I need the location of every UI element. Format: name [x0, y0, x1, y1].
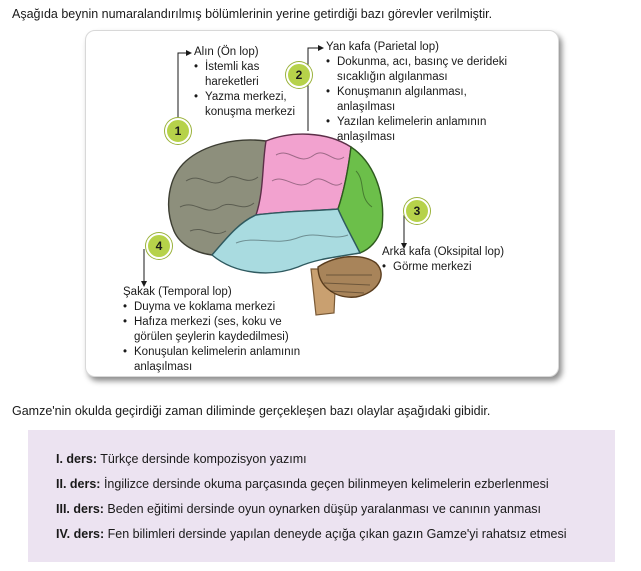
- leader-arrowheads: [141, 45, 407, 287]
- events-box: I. ders: Türkçe dersinde kompozisyon yaz…: [28, 430, 615, 562]
- temporal-lobe-item-text: Hafıza merkezi (ses, koku ve görülen şey…: [134, 316, 289, 343]
- temporal-lobe-item-text: Konuşulan kelimelerin anlamının anlaşılm…: [134, 346, 301, 373]
- parietal-lobe-region: [254, 133, 352, 216]
- event-text: Beden eğitimi dersinde oyun oynarken düş…: [107, 502, 542, 516]
- lobe-number-badge-1: 1: [165, 118, 191, 144]
- occipital-lobe-title: Arka kafa (Oksipital lop): [382, 246, 505, 258]
- event-row: I. ders: Türkçe dersinde kompozisyon yaz…: [56, 452, 307, 466]
- parietal-lobe-item: Dokunma, acı, basınç ve derideki sıcaklı…: [326, 55, 527, 85]
- event-row: IV. ders: Fen bilimleri dersinde yapılan…: [56, 527, 567, 541]
- temporal-lobe-item: Hafıza merkezi (ses, koku ve görülen şey…: [123, 315, 328, 345]
- frontal-lobe-item: Yazma merkezi, konuşma merkezi: [194, 90, 309, 120]
- event-label: III. ders:: [56, 502, 104, 516]
- event-row: II. ders: İngilizce dersinde okuma parça…: [56, 477, 549, 491]
- parietal-lobe-item: Yazılan kelimelerin anlamının anlaşılmas…: [326, 115, 527, 145]
- occipital-lobe-item: Görme merkezi: [382, 260, 504, 275]
- parietal-lobe-item-text: Konuşmanın algılanması, anlaşılması: [337, 86, 467, 113]
- frontal-lobe-label: Alın (Ön lop) İstemli kas hareketleri Ya…: [194, 45, 309, 120]
- temporal-lobe-label: Şakak (Temporal lop) Duyma ve koklama me…: [123, 285, 328, 375]
- lobe-number-badge-4: 4: [146, 233, 172, 259]
- cerebellum-region: [317, 255, 382, 298]
- event-text: İngilizce dersinde okuma parçasında geçe…: [103, 477, 549, 491]
- temporal-lobe-title: Şakak (Temporal lop): [123, 286, 232, 298]
- gyri-lines: [179, 152, 373, 294]
- event-row: III. ders: Beden eğitimi dersinde oyun o…: [56, 502, 541, 516]
- event-label: I. ders:: [56, 452, 97, 466]
- parietal-lobe-item: Konuşmanın algılanması, anlaşılması: [326, 85, 527, 115]
- occipital-lobe-label: Arka kafa (Oksipital lop) Görme merkezi: [382, 245, 504, 275]
- brain-diagram-card: 1 2 3 4 Alın (Ön lop) İstemli kas hareke…: [85, 30, 559, 377]
- frontal-lobe-item-text: Yazma merkezi, konuşma merkezi: [205, 91, 296, 118]
- parietal-lobe-item-text: Dokunma, acı, basınç ve derideki sıcaklı…: [337, 56, 508, 83]
- event-text: Türkçe dersinde kompozisyon yazımı: [100, 452, 307, 466]
- frontal-lobe-item-text: İstemli kas hareketleri: [205, 61, 260, 88]
- lobe-number-badge-3: 3: [404, 198, 430, 224]
- parietal-lobe-title: Yan kafa (Parietal lop): [326, 41, 439, 53]
- brain-illustration: [141, 45, 407, 316]
- event-text: Fen bilimleri dersinde yapılan deneyde a…: [107, 527, 567, 541]
- scenario-sentence: Gamze'nin okulda geçirdiği zaman dilimin…: [12, 404, 491, 418]
- frontal-lobe-title: Alın (Ön lop): [194, 46, 259, 58]
- occipital-lobe-item-text: Görme merkezi: [393, 261, 472, 273]
- event-label: IV. ders:: [56, 527, 105, 541]
- temporal-lobe-item: Duyma ve koklama merkezi: [123, 300, 328, 315]
- temporal-lobe-region: [211, 208, 362, 274]
- temporal-lobe-item: Konuşulan kelimelerin anlamının anlaşılm…: [123, 345, 328, 375]
- intro-text: Aşağıda beynin numaralandırılmış bölümle…: [12, 7, 493, 21]
- frontal-lobe-item: İstemli kas hareketleri: [194, 60, 309, 90]
- temporal-lobe-item-text: Duyma ve koklama merkezi: [134, 301, 276, 313]
- parietal-lobe-label: Yan kafa (Parietal lop) Dokunma, acı, ba…: [326, 40, 527, 145]
- event-label: II. ders:: [56, 477, 101, 491]
- parietal-lobe-item-text: Yazılan kelimelerin anlamının anlaşılmas…: [337, 116, 487, 143]
